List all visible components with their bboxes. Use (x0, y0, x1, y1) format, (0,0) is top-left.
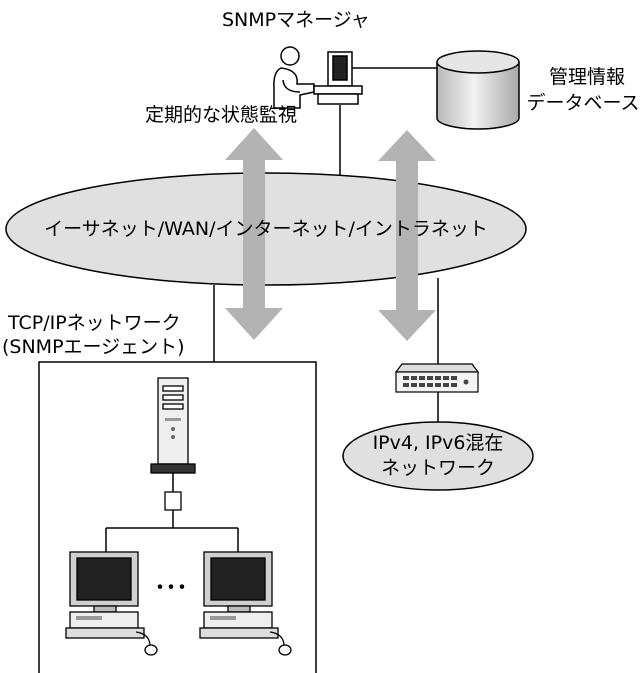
person-body-icon (273, 67, 315, 109)
terminal-screen-icon (332, 55, 348, 81)
mixed-network-label-line1: IPv4, IPv6混在 (372, 432, 504, 454)
mixed-network-cloud (342, 421, 534, 491)
mixed-network-label-line2: ネットワーク (380, 457, 495, 479)
switch-icon (394, 363, 480, 393)
double-arrow-left (225, 128, 283, 340)
database-icon (436, 50, 520, 130)
terminal-desk-icon (313, 85, 363, 95)
person-head-icon (280, 46, 300, 66)
snmp-manager-icon (273, 46, 363, 109)
pc-left-icon (65, 551, 158, 656)
agent-label-line1: TCP/IPネットワーク (8, 312, 181, 334)
network-cloud-label: イーサネット/WAN/インターネット/イントラネット (44, 218, 488, 240)
monitoring-label: 定期的な状態監視 (145, 104, 298, 126)
server-tower-icon (150, 377, 196, 474)
person-arm-icon (282, 79, 301, 93)
lan-hub-icon (164, 491, 182, 511)
database-label-line2: データベース (526, 92, 640, 114)
agent-label-line2: (SNMPエージェント) (2, 336, 185, 358)
pc-right-icon (199, 551, 292, 656)
terminal-base-icon (317, 93, 359, 105)
agent-network-box (38, 361, 317, 673)
snmp-manager-label: SNMPマネージャ (222, 9, 370, 31)
double-arrow-right (378, 130, 436, 341)
database-label-line1: 管理情報 (548, 66, 625, 88)
connection-lines (105, 67, 440, 552)
ellipsis-label: ･･･ (154, 576, 188, 601)
